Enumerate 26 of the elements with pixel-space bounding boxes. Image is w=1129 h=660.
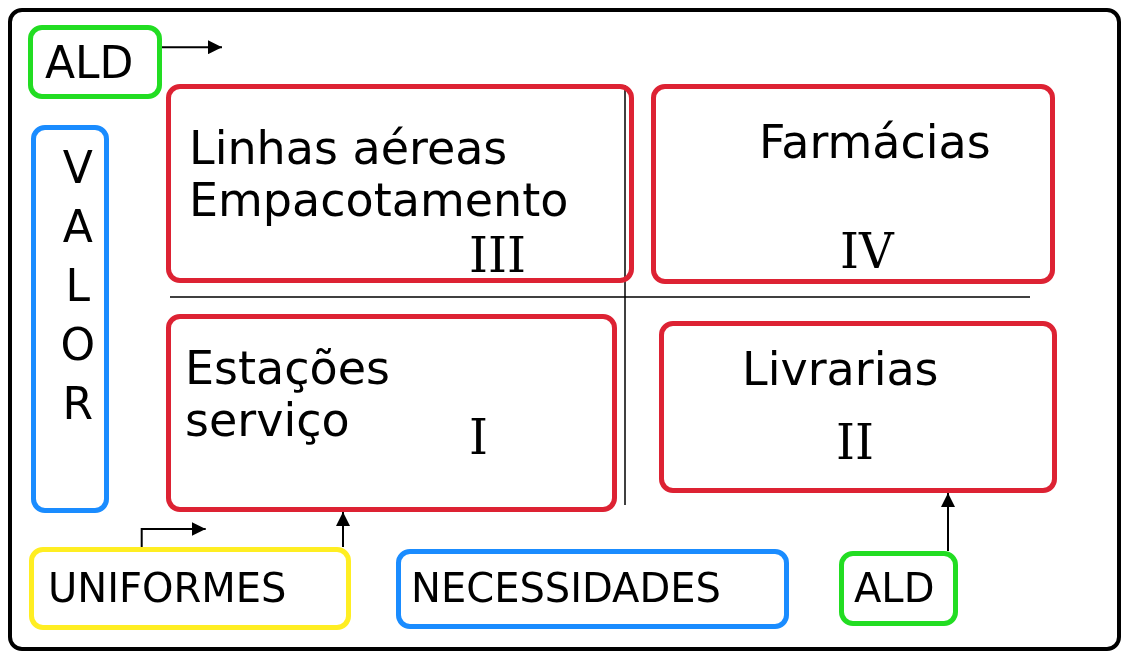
box-label: NECESSIDADES — [411, 566, 721, 611]
quadrant-box — [651, 84, 1055, 284]
arrow — [336, 511, 350, 548]
box-label: ALD — [45, 38, 134, 88]
quadrant-box — [166, 314, 617, 512]
quadrant-number: III — [469, 229, 526, 283]
box-label: ALD — [854, 566, 935, 611]
label-box — [31, 125, 109, 513]
quadrant-number: IV — [840, 225, 894, 279]
quadrant-number: I — [469, 411, 488, 465]
box-label: VALOR — [53, 142, 103, 437]
quadrant-box — [166, 84, 634, 283]
box-label: Livrarias — [742, 344, 939, 396]
box-label: UNIFORMES — [48, 566, 287, 611]
arrow — [941, 492, 955, 552]
label-box — [396, 549, 789, 629]
label-box — [29, 547, 351, 630]
box-label: Linhas aéreas Empacotamento — [189, 123, 570, 227]
quadrant-box — [659, 321, 1057, 493]
box-label: Estações serviço — [185, 343, 391, 447]
quadrant-number: II — [836, 416, 874, 470]
label-box — [839, 551, 958, 626]
arrow — [140, 522, 207, 548]
arrow — [161, 40, 223, 55]
box-label: Farmácias — [759, 117, 991, 169]
label-box — [28, 25, 162, 99]
